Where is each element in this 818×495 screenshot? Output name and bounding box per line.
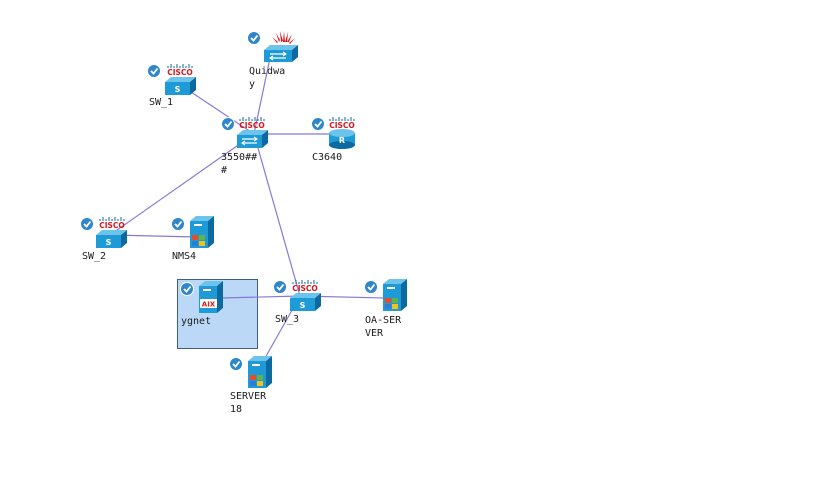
node-c3640[interactable]: CISCO R	[309, 114, 361, 150]
node-core3550[interactable]: CISCO	[219, 114, 271, 150]
node-quidway[interactable]	[246, 28, 304, 64]
label-oaserver-line1: OA-SER	[365, 315, 402, 326]
svg-text:S: S	[300, 301, 306, 310]
cisco-wordmark: CISCO	[99, 221, 125, 230]
huawei-logo-icon	[272, 31, 295, 44]
aix-logo: AIX	[202, 301, 216, 309]
node-server18[interactable]	[228, 354, 274, 390]
node-sw1[interactable]: CISCO S	[146, 62, 198, 96]
label-c3640: C3640	[312, 152, 343, 163]
node-sw3[interactable]: CISCO S	[272, 278, 324, 312]
label-sw1: SW_1	[149, 97, 174, 108]
label-server18-line1: SERVER	[230, 391, 267, 402]
status-check-icon	[247, 31, 261, 45]
svg-text:R: R	[339, 136, 345, 145]
cisco-router-icon: CISCO R	[311, 117, 355, 149]
cisco-wordmark: CISCO	[292, 284, 318, 293]
aix-server-icon: AIX	[180, 281, 223, 313]
link-ygnet-sw3[interactable]	[220, 295, 301, 299]
cisco-bars-icon	[292, 280, 318, 284]
status-check-icon	[311, 117, 325, 131]
link-sw1-3550[interactable]	[184, 87, 255, 135]
label-quidway-line1: Quidwa	[249, 66, 286, 77]
label-oaserver-line2: VER	[365, 328, 384, 339]
label-sw3: SW_3	[275, 314, 300, 325]
label-sw2: SW_2	[82, 251, 107, 262]
label-ygnet: ygnet	[181, 316, 212, 327]
link-quidway-3550[interactable]	[253, 57, 271, 135]
cisco-switch-icon: CISCO S	[273, 280, 321, 311]
link-3550-sw2[interactable]	[109, 133, 255, 236]
cisco-wordmark: CISCO	[329, 121, 355, 130]
status-check-icon	[171, 217, 185, 231]
windows-server-icon	[171, 216, 214, 248]
cisco-switch-icon: CISCO S	[80, 217, 127, 248]
windows-logo-icon	[250, 375, 263, 386]
windows-logo-icon	[192, 235, 205, 246]
svg-text:S: S	[175, 85, 181, 94]
windows-logo-icon	[385, 298, 398, 309]
status-check-icon	[147, 64, 161, 78]
node-sw2[interactable]: CISCO S	[79, 215, 131, 249]
cisco-l3-switch-icon: CISCO	[221, 117, 268, 148]
status-check-icon	[273, 280, 287, 294]
status-check-icon	[229, 357, 243, 371]
link-3550-sw3[interactable]	[253, 133, 301, 297]
label-server18-line2: 18	[230, 404, 243, 415]
svg-text:S: S	[106, 238, 112, 247]
windows-server-icon	[229, 356, 272, 388]
cisco-wordmark: CISCO	[239, 121, 265, 130]
status-check-icon	[180, 282, 194, 296]
cisco-bars-icon	[99, 217, 125, 221]
huawei-switch-icon	[247, 31, 298, 62]
label-core3550-line2: #	[221, 165, 228, 176]
cisco-switch-icon: CISCO S	[147, 64, 196, 95]
cisco-bars-icon	[239, 117, 265, 121]
label-quidway-line2: y	[249, 79, 256, 90]
node-oaserver[interactable]	[363, 277, 409, 313]
status-check-icon	[364, 280, 378, 294]
node-nms4[interactable]	[170, 214, 216, 250]
label-core3550-line1: 3550##	[221, 152, 258, 163]
cisco-wordmark: CISCO	[167, 68, 193, 77]
status-check-icon	[80, 217, 94, 231]
status-check-icon	[221, 117, 235, 131]
cisco-bars-icon	[329, 117, 355, 121]
windows-server-icon	[364, 279, 407, 311]
cisco-bars-icon	[167, 64, 193, 68]
label-nms4: NMS4	[172, 251, 197, 262]
node-ygnet[interactable]: AIX	[179, 280, 225, 316]
